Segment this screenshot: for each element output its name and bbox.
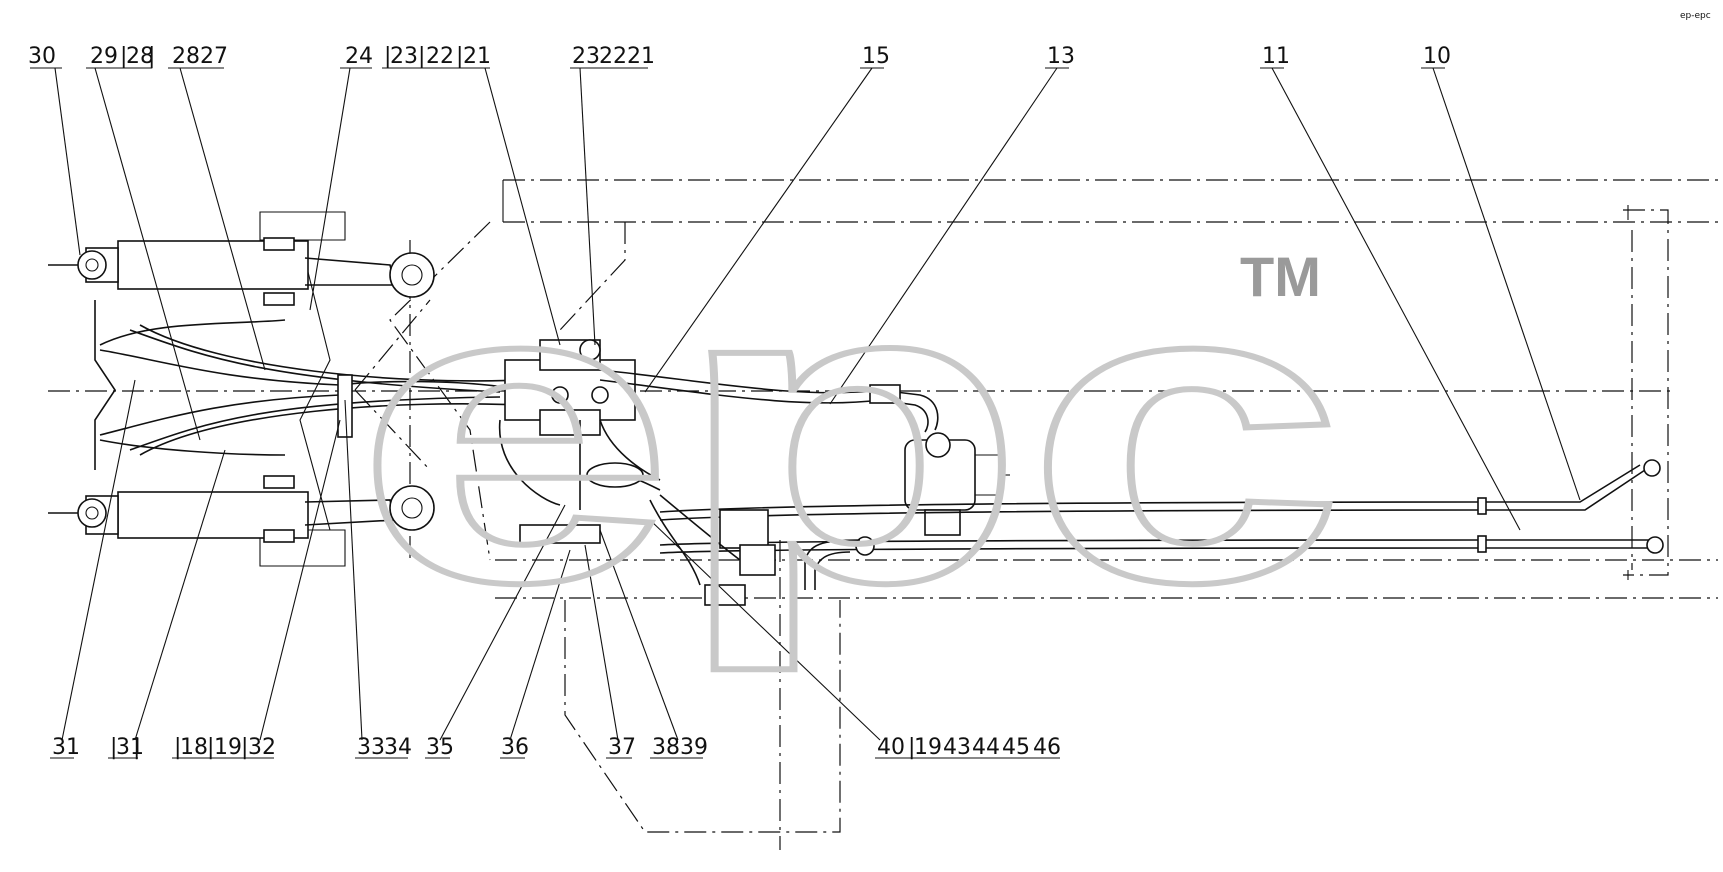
callout-label: 19 bbox=[214, 735, 242, 760]
callout-label: 29 bbox=[90, 44, 118, 69]
callout-label: 44 bbox=[972, 735, 1000, 760]
callout-label: 24 bbox=[345, 44, 373, 69]
callout-label: 33 bbox=[357, 735, 385, 760]
callout-label: 32 bbox=[248, 735, 276, 760]
callout-label: 31 bbox=[116, 735, 144, 760]
callout-label: | bbox=[456, 44, 463, 69]
callout-label: | bbox=[384, 44, 391, 69]
callout-label: 34 bbox=[384, 735, 412, 760]
callout-label: | bbox=[133, 735, 140, 760]
callout-label: 43 bbox=[943, 735, 971, 760]
leader-lines bbox=[30, 67, 1581, 759]
callout-label: 28 bbox=[172, 44, 200, 69]
callout-label: 30 bbox=[28, 44, 56, 69]
callout-label: 11 bbox=[1262, 44, 1290, 69]
long-pipelines bbox=[659, 459, 1664, 590]
callout-label: 46 bbox=[1033, 735, 1061, 760]
left-brackets bbox=[259, 211, 346, 567]
bottom-callouts: 31 | 31 | | 18 | 19 | 32 33 34 35 36 37 … bbox=[52, 735, 1061, 760]
callout-label: 45 bbox=[1002, 735, 1030, 760]
callout-label: 23 bbox=[572, 44, 600, 69]
callout-label: | bbox=[908, 735, 915, 760]
callout-label: 36 bbox=[501, 735, 529, 760]
brand-watermark: epc TM bbox=[352, 189, 1348, 677]
callout-label: 38 bbox=[652, 735, 680, 760]
hydraulic-pump bbox=[904, 432, 1010, 536]
watermark-text: epc bbox=[355, 192, 1345, 674]
callout-label: 18 bbox=[180, 735, 208, 760]
callout-label: 23 bbox=[390, 44, 418, 69]
callout-label: 21 bbox=[463, 44, 491, 69]
lower-cylinder bbox=[48, 475, 435, 543]
callout-label: | bbox=[148, 44, 155, 69]
callout-label: 10 bbox=[1423, 44, 1451, 69]
callout-label: 15 bbox=[862, 44, 890, 69]
callout-label: 22 bbox=[426, 44, 454, 69]
callout-label: 39 bbox=[680, 735, 708, 760]
callout-label: 28 bbox=[126, 44, 154, 69]
callout-label: 19 bbox=[914, 735, 942, 760]
top-callouts: 30 29 | 28 | 28 27 24 | 23 | 22 | 21 23 … bbox=[28, 44, 1451, 69]
corner-watermark: ep-epc bbox=[1680, 11, 1711, 21]
valve-block bbox=[498, 339, 661, 544]
callout-label: 22 bbox=[599, 44, 627, 69]
callout-label: 27 bbox=[200, 44, 228, 69]
callout-label: 37 bbox=[608, 735, 636, 760]
crossing-hoses bbox=[94, 300, 521, 470]
callout-label: 31 bbox=[52, 735, 80, 760]
callout-label: 35 bbox=[426, 735, 454, 760]
callout-label: 40 bbox=[877, 735, 905, 760]
callout-label: | bbox=[418, 44, 425, 69]
pump-hoses bbox=[599, 369, 939, 433]
trademark-text: TM bbox=[1240, 245, 1321, 308]
callout-label: 21 bbox=[627, 44, 655, 69]
callout-label: | bbox=[110, 735, 117, 760]
callout-label: | bbox=[120, 44, 127, 69]
callout-label: | bbox=[207, 735, 214, 760]
callout-label: | bbox=[174, 735, 181, 760]
callout-label: | bbox=[241, 735, 248, 760]
callout-label: 13 bbox=[1047, 44, 1075, 69]
upper-cylinder bbox=[48, 237, 435, 306]
lower-valve-group bbox=[649, 494, 776, 606]
